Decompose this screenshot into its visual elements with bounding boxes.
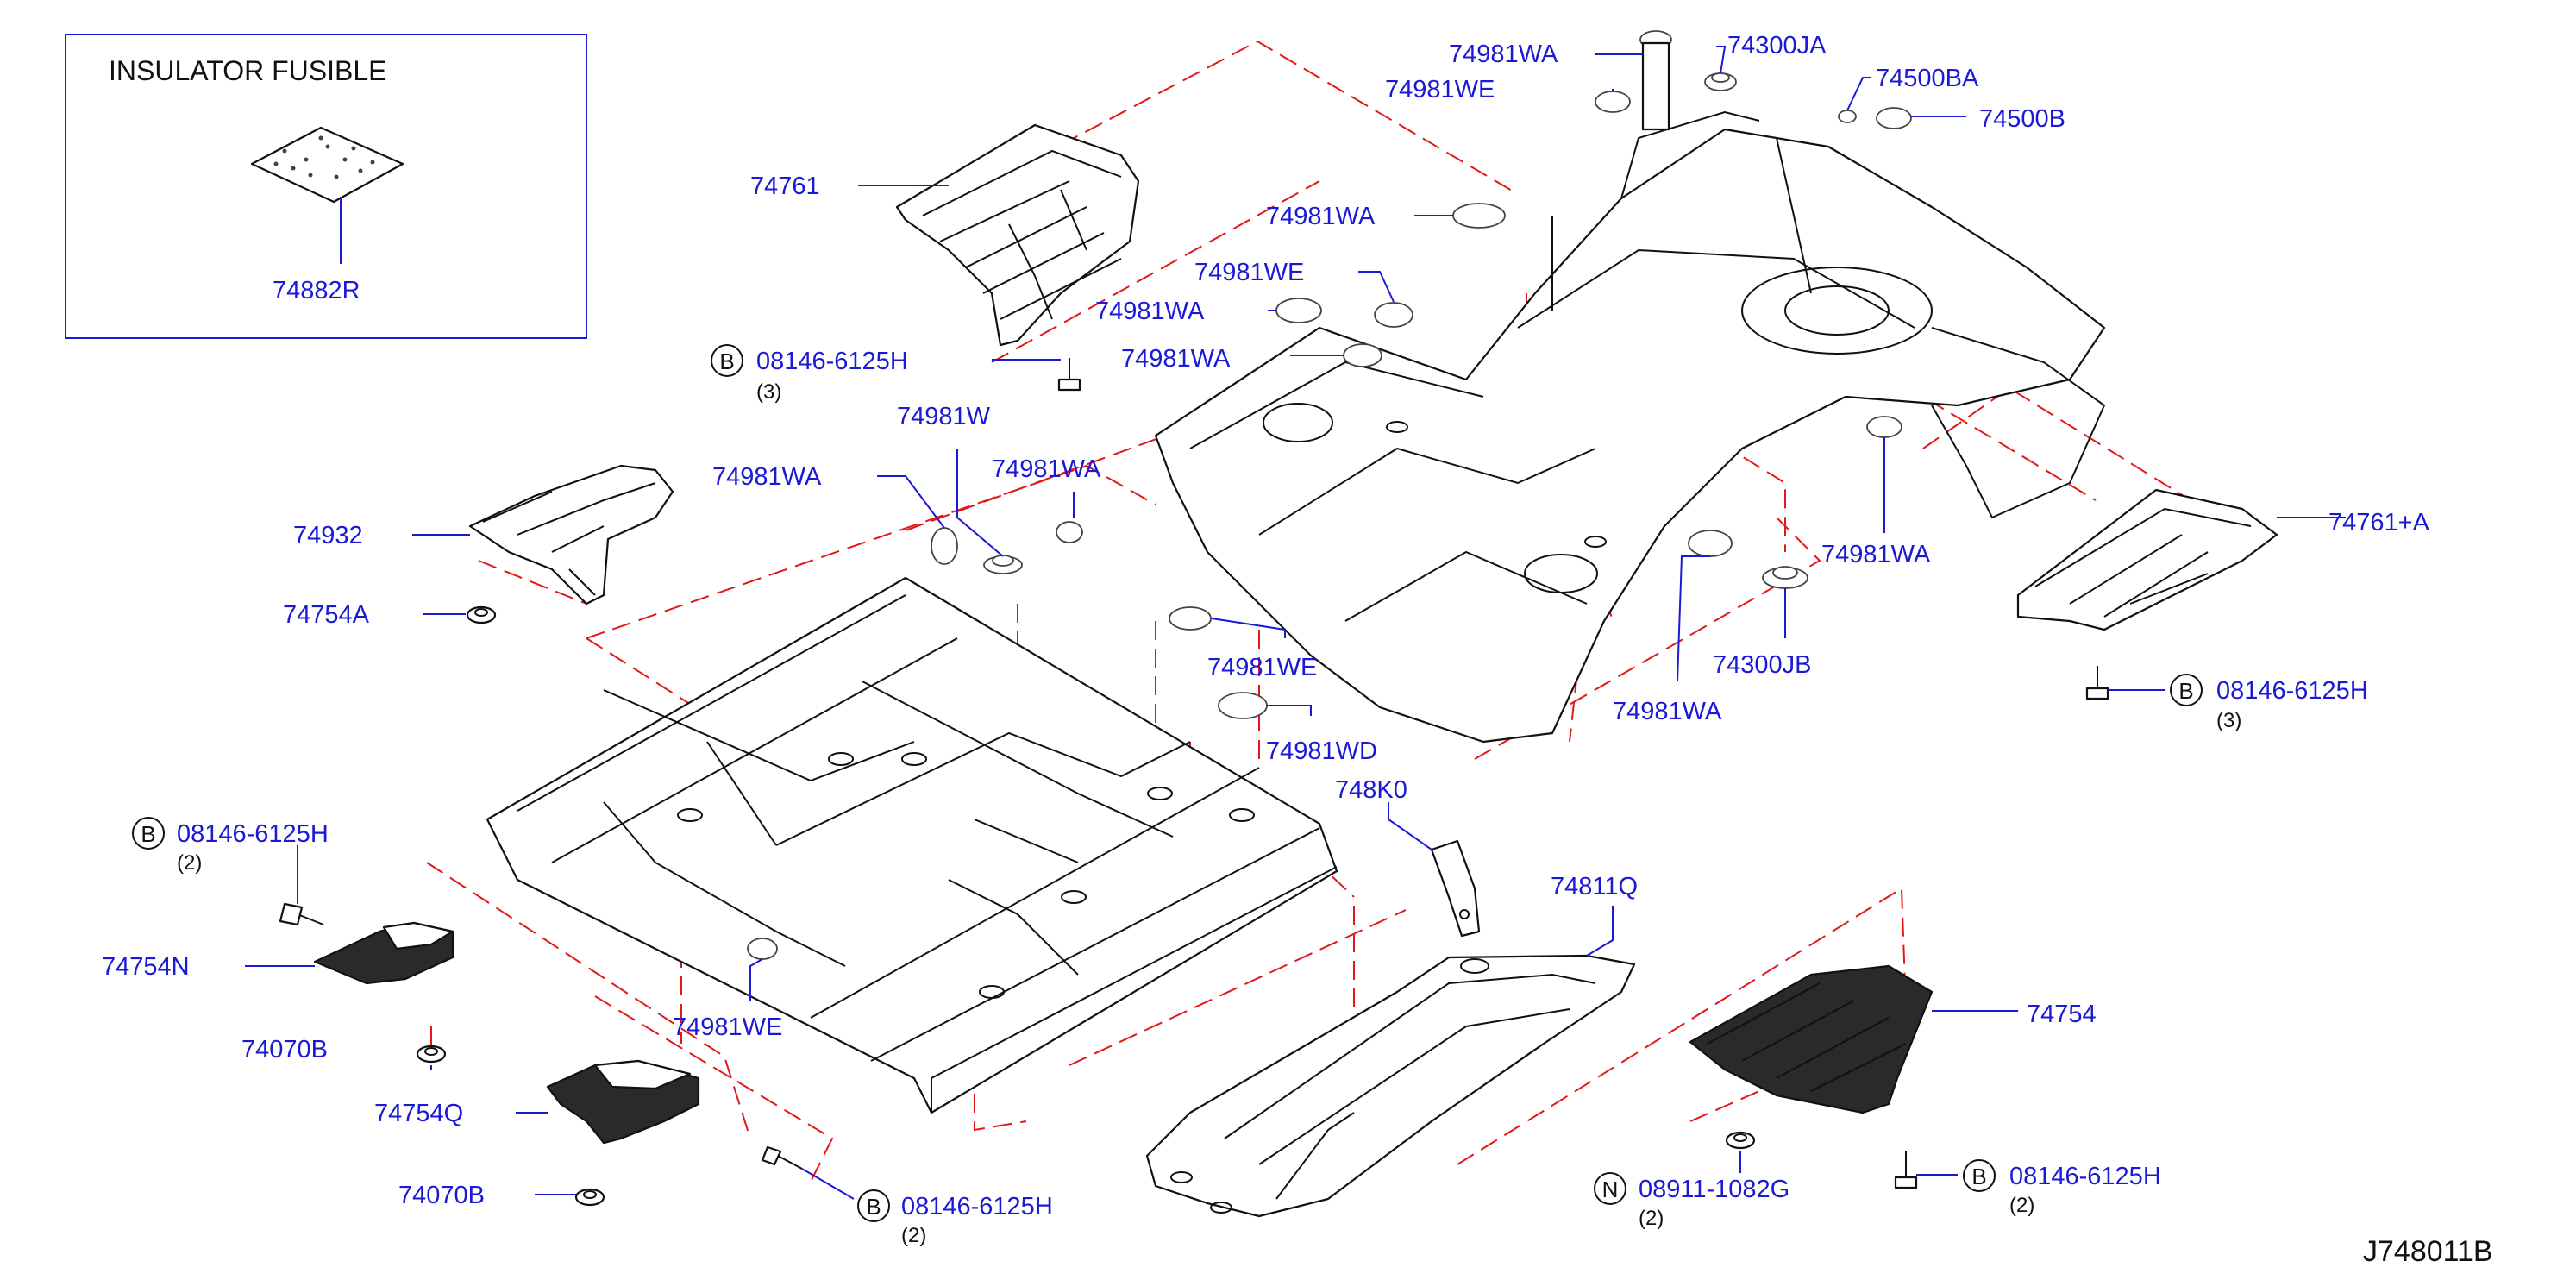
fastener-callout-b3: B 08146-6125H (2) (857, 1189, 1053, 1247)
callout-74981WA-9: 74981WA (1613, 698, 1722, 725)
bracket-748K0 (1430, 839, 1481, 938)
plugs (747, 91, 1912, 960)
bracket-74981WA-7 (1641, 41, 1670, 131)
diagram-code: J748011B (2363, 1235, 2493, 1268)
svg-text:B: B (1971, 1164, 1986, 1189)
plug-74981WA-3 (1343, 343, 1382, 367)
nut-icon (416, 1045, 447, 1064)
plug-74500B (1876, 107, 1912, 129)
svg-text:08146-6125H: 08146-6125H (901, 1193, 1053, 1220)
svg-text:B: B (2178, 678, 2193, 704)
fastener-icons (279, 358, 2109, 1207)
callout-74981WA-8: 74981WA (1821, 541, 1931, 568)
insulator-fusible-inset: INSULATOR FUSIBLE 74882R (65, 34, 587, 339)
insulator-dots-icon (273, 135, 375, 179)
svg-text:N: N (1602, 1176, 1619, 1202)
insulator-74754 (1689, 964, 1934, 1114)
insulator-sheet-icon (250, 126, 404, 204)
callout-74811Q: 74811Q (1551, 873, 1638, 900)
insulator-74761 (895, 123, 1140, 347)
svg-text:B: B (719, 348, 734, 374)
callout-74981W: 74981W (897, 403, 991, 430)
insulator-74761-A (2016, 488, 2278, 631)
svg-text:08146-6125H: 08146-6125H (756, 348, 908, 375)
callout-74754N: 74754N (102, 953, 190, 981)
callout-74070B-b: 74070B (398, 1182, 485, 1209)
plug-74981WA-1 (1452, 203, 1506, 229)
callout-74981WA-4: 74981WA (1121, 345, 1231, 373)
callout-74500B: 74500B (1979, 105, 2065, 133)
plug-74981WA-8 (1866, 416, 1902, 438)
bolt-icon (1894, 1151, 1918, 1189)
grommets (983, 30, 1857, 589)
svg-text:08911-1082G: 08911-1082G (1639, 1176, 1789, 1203)
leader-lines (245, 46, 2346, 1200)
insulator-74754Q (546, 1059, 700, 1145)
svg-text:(2): (2) (1639, 1207, 1664, 1230)
floor-cover-74811Q (1145, 954, 1636, 1218)
fastener-callout-b2: B 08146-6125H (2) (132, 817, 329, 875)
svg-text:(2): (2) (177, 851, 202, 875)
callout-74882R: 74882R (273, 277, 360, 304)
insulator-74754N (313, 921, 454, 985)
callout-74981WE-4: 74981WE (673, 1013, 782, 1041)
fastener-callout-n1: N 08911-1082G (2) (1594, 1172, 1789, 1230)
plug-74981WA-2 (1275, 298, 1322, 323)
rear-floor-panel (1154, 110, 2106, 744)
callout-74500BA: 74500BA (1876, 65, 1979, 92)
svg-text:(3): (3) (2216, 709, 2241, 732)
bolt-icon (1057, 358, 1081, 392)
plug-74981WE-4 (747, 938, 778, 960)
svg-text:08146-6125H: 08146-6125H (2009, 1163, 2161, 1190)
plug-74981WE-3 (1169, 606, 1212, 631)
callout-74754Q: 74754Q (374, 1100, 463, 1127)
svg-text:(2): (2) (901, 1224, 926, 1247)
nut-icon (574, 1188, 605, 1207)
bolt-icon (2085, 666, 2109, 700)
plug-74981WA-4 (931, 527, 958, 565)
callout-74300JA: 74300JA (1727, 32, 1827, 60)
callout-74981WE-5: 74981WE (1385, 76, 1495, 104)
svg-text:B: B (141, 821, 155, 847)
callout-74300JB: 74300JB (1713, 651, 1812, 679)
callout-74981WA-1: 74981WA (712, 463, 822, 491)
callout-74932: 74932 (293, 522, 363, 549)
callout-74070B-a: 74070B (241, 1036, 328, 1064)
svg-text:08146-6125H: 08146-6125H (177, 820, 329, 848)
bolt-icon (761, 1145, 803, 1170)
plug-74981WE-5 (1595, 91, 1631, 113)
callout-74981WA-2: 74981WA (1266, 203, 1376, 230)
callout-74754A: 74754A (283, 601, 370, 629)
nut-icon (466, 605, 497, 624)
callout-74981WA-5: 74981WA (992, 455, 1101, 483)
callout-74981WA-7: 74981WA (1449, 41, 1558, 68)
callout-74981WD: 74981WD (1266, 737, 1377, 765)
callout-74761-A: 74761+A (2328, 509, 2430, 536)
bolt-icon (279, 902, 324, 926)
svg-text:(2): (2) (2009, 1194, 2034, 1217)
callout-74981WA-3: 74981WA (1095, 298, 1205, 325)
inset-title: INSULATOR FUSIBLE (109, 55, 386, 86)
plug-74981WD (1218, 692, 1268, 719)
callout-748K0: 748K0 (1335, 776, 1407, 804)
plug-74981WE-2 (1374, 302, 1413, 328)
plug-74981WA-9 (1688, 530, 1733, 557)
callout-74981WE-1: 74981WE (1194, 259, 1304, 286)
fastener-callout-b1: B 08146-6125H (3) (711, 344, 908, 404)
callout-74754: 74754 (2027, 1001, 2097, 1028)
callout-74981WE-3: 74981WE (1207, 654, 1317, 681)
fastener-callout-b4: B 08146-6125H (3) (2170, 674, 2368, 732)
svg-text:(3): (3) (756, 380, 781, 404)
callout-74761: 74761 (750, 173, 820, 200)
front-floor-panel (486, 576, 1338, 1114)
nut-icon (1725, 1131, 1756, 1150)
insulator-74932 (468, 464, 674, 605)
svg-text:08146-6125H: 08146-6125H (2216, 677, 2368, 705)
plug-74981WA-5 (1056, 521, 1083, 543)
svg-text:B: B (866, 1194, 881, 1220)
fastener-callout-b5: B 08146-6125H (2) (1963, 1159, 2161, 1217)
